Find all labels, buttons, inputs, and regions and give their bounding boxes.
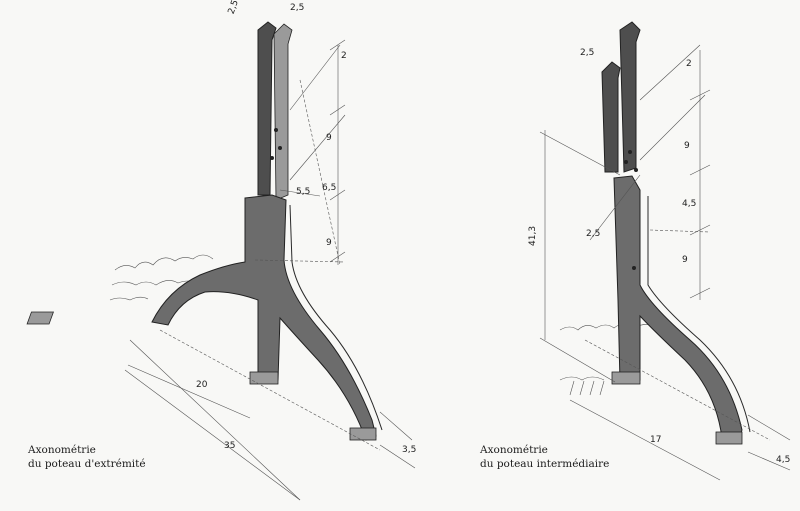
end-post-tine-right [273, 23, 293, 201]
intermediate-post [559, 21, 751, 445]
caption-intermediate-post-line-1: Axonométrie [480, 444, 548, 456]
dim-left-width: 5,5 [296, 187, 310, 197]
dim-left-top-a: 2,5 [227, 0, 241, 16]
dim-left-seg-4: 9 [326, 238, 332, 248]
dim-right-seg-3: 4,5 [682, 199, 696, 209]
end-post-body [151, 194, 377, 441]
dim-left-seg-2: 9 [326, 133, 332, 143]
caption-end-post-line-2: du poteau d'extrémité [28, 458, 146, 470]
dim-left-foot: 3,5 [402, 445, 416, 455]
end-post-tine-left [257, 21, 277, 196]
caption-end-post-line-1: Axonométrie [28, 444, 96, 456]
dim-right-seg-1: 2 [686, 59, 692, 69]
dim-left-seg-1: 2 [341, 51, 347, 61]
intermediate-post-body [613, 175, 743, 441]
end-post-foot-center [249, 371, 279, 385]
dim-left-base-total: 35 [224, 441, 235, 451]
caption-end-post: Axonométrie du poteau d'extrémité [28, 443, 146, 471]
end-post [26, 21, 383, 441]
dim-right-base-total: 17 [650, 435, 661, 445]
dim-right-seg-2: 9 [684, 141, 690, 151]
caption-intermediate-post-line-2: du poteau intermédiaire [480, 458, 610, 470]
dim-right-top: 2,5 [580, 48, 594, 58]
dim-left-seg-3: 6,5 [322, 183, 336, 193]
end-post-foot-left [26, 311, 54, 325]
intermediate-post-tine-right [619, 21, 641, 173]
dim-right-height: 41,3 [528, 226, 538, 246]
end-post-dimensions [124, 39, 416, 501]
dim-left-base-span: 20 [196, 380, 208, 390]
intermediate-post-tine-left [601, 61, 621, 173]
intermediate-post-dimensions [539, 44, 791, 481]
intermediate-post-foot-center [611, 371, 641, 385]
ground-texture-left [114, 254, 214, 271]
dim-right-seg-4: 9 [682, 255, 688, 265]
dim-right-foot: 4,5 [776, 455, 790, 465]
end-post-foot-right [349, 427, 377, 441]
intermediate-post-foot-right [715, 431, 743, 445]
dim-left-top-b: 2,5 [290, 3, 304, 13]
dim-right-gap: 2,5 [586, 229, 600, 239]
caption-intermediate-post: Axonométrie du poteau intermédiaire [480, 443, 609, 471]
